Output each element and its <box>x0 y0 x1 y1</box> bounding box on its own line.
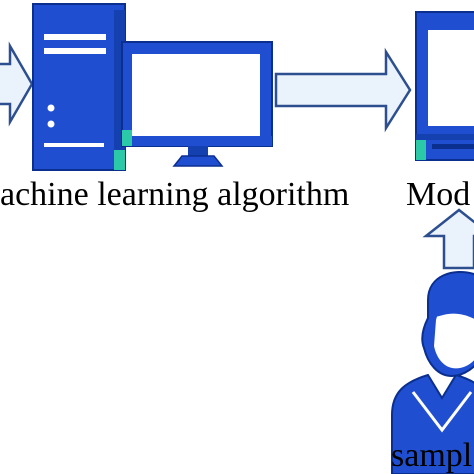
computer-caption: achine learning algorithm <box>0 176 349 213</box>
user-icon <box>391 270 474 474</box>
model-caption: Mod <box>406 176 470 213</box>
input-arrow-icon <box>0 41 34 127</box>
up-arrow-icon <box>422 208 474 270</box>
user-caption: sampl <box>391 437 472 474</box>
computer-icon <box>415 11 474 161</box>
desktop-computer-icon <box>121 41 273 167</box>
middle-arrow-icon <box>274 47 412 133</box>
tower-icon <box>32 3 126 171</box>
